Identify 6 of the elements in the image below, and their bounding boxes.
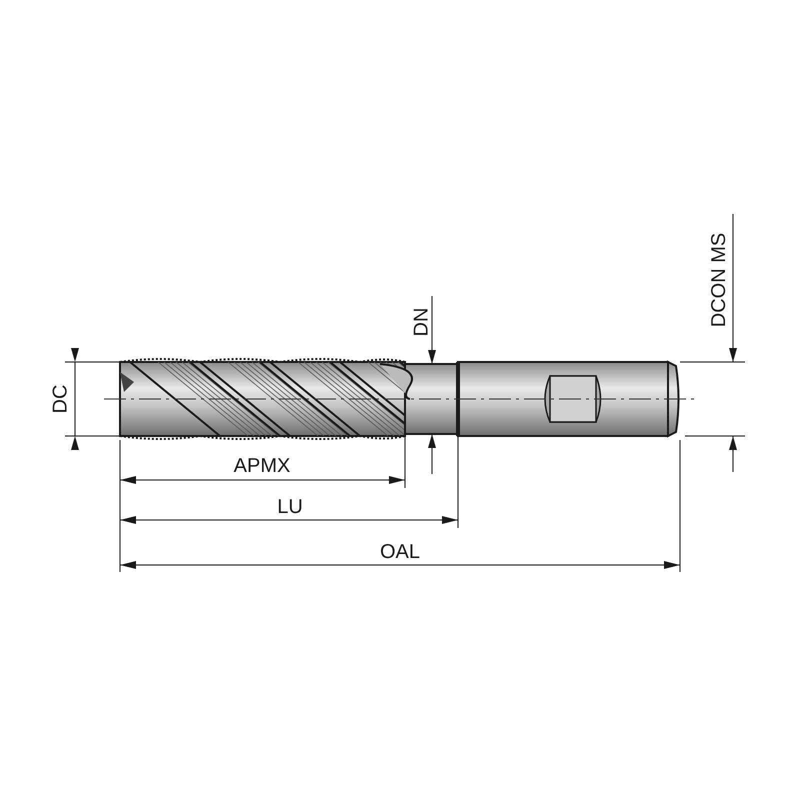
dimension-label: DC: [50, 384, 70, 414]
dimension-label: OAL: [380, 542, 420, 562]
dimension-label: LU: [277, 497, 303, 517]
dimension-label: APMX: [234, 456, 290, 476]
dimension-label: DCON MS: [709, 232, 729, 328]
dimension-label: DN: [411, 308, 431, 336]
